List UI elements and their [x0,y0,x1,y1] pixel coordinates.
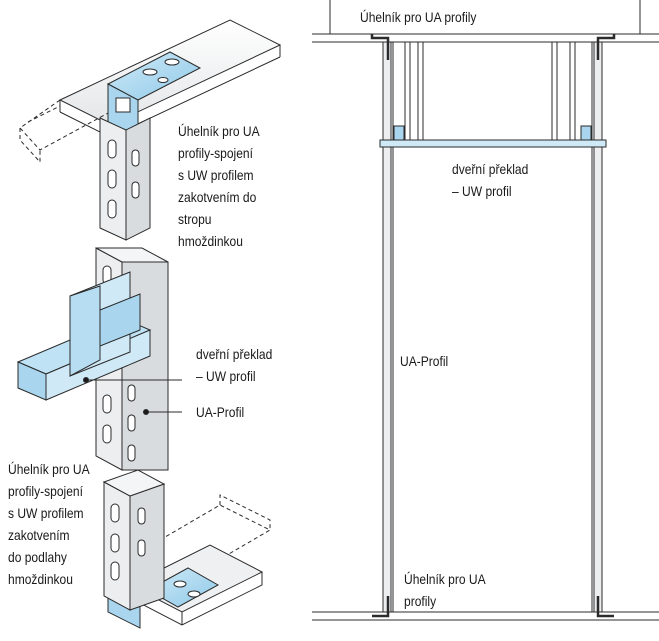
door-lintel-uw [379,139,607,148]
label-lintel-left: dveřní překlad – UW profil [196,346,273,384]
right-ua-profile [593,41,603,613]
top-left-angle-bracket [370,34,390,60]
label-bottom-angle-right: Úhelník pro UA profily [404,571,486,609]
label-top-angle-left: Úhelník pro UA profily-spojení s UW prof… [178,123,260,249]
label-ua-profile-left: UA-Profil [196,404,245,420]
top-detail-illustration [19,19,282,241]
lintel-connection-bracket [99,293,141,347]
left-ua-profile [382,41,392,613]
floor-channel-dashed-extension [159,494,272,566]
ceiling-channel-dashed-extension [19,99,111,164]
label-top-angle-right: Úhelník pro UA profily [360,9,477,25]
door-frame-elevation [312,0,659,621]
bottom-detail-illustration [102,469,272,629]
bottom-right-angle-bracket [596,596,614,618]
top-right-angle-bracket [596,34,616,60]
label-ua-profile-right: UA-Profil [400,353,449,369]
bottom-left-angle-bracket [372,596,390,618]
middle-detail-illustration [16,247,182,471]
label-lintel-right: dveřní překlad – UW profil [452,161,529,199]
label-bottom-angle-left: Úhelník pro UA profily-spojení s UW prof… [8,461,90,587]
bottom-angle-bracket [146,567,220,608]
